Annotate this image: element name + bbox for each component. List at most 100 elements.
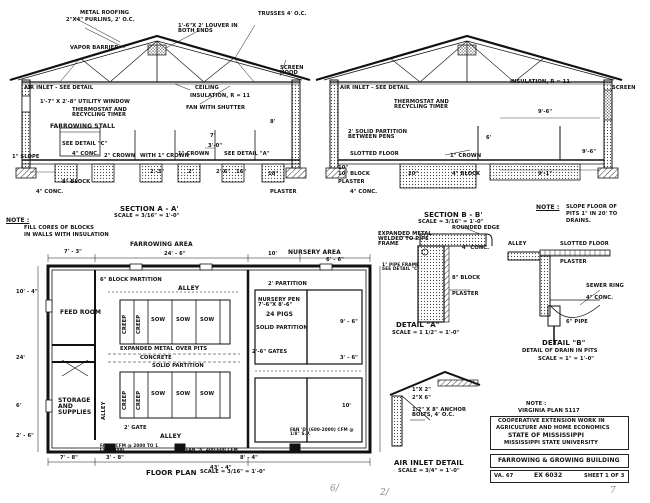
label-thermostat-bb: THERMOSTAT AND RECYCLING TIMER xyxy=(394,99,449,111)
section-aa-title: SECTION A - A' xyxy=(120,205,179,213)
label-expanded-metal: EXPANDED METAL OVER PITS xyxy=(120,346,208,352)
dim-10-a: 10' xyxy=(268,251,278,257)
air-inlet-detail-title: AIR INLET DETAIL xyxy=(394,459,464,467)
label-pipe-frame: 1" PIPE FRAME SEE DETAIL "C" xyxy=(382,263,420,273)
label-solid-partition-nursery: SOLID PARTITION xyxy=(256,325,308,331)
label-alley-bottom: ALLEY xyxy=(160,433,182,440)
detail-b-scale: SCALE = 1" = 1'-0" xyxy=(538,356,595,362)
title-block-sheet: SHEET 1 OF 3 xyxy=(584,473,625,479)
label-screen-bb: SCREEN xyxy=(612,85,636,91)
dim-10-4: 10' - 4" xyxy=(16,289,38,295)
detail-b-title: DETAIL "B" xyxy=(542,339,586,347)
title-block-ex: EX 6032 xyxy=(534,472,563,479)
label-sow-3: SOW xyxy=(200,317,215,323)
label-insulation-aa: INSULATION, R = 11 xyxy=(190,93,251,99)
dim-7-8: 7' - 8" xyxy=(60,455,78,461)
label-plaster-a: PLASTER xyxy=(452,291,479,297)
section-bb-scale: SCALE = 3/16" = 1'-0" xyxy=(418,219,484,225)
label-creep-4: CREEP xyxy=(136,390,142,410)
dim-9-6: 9' - 6" xyxy=(340,319,358,325)
label-dim-10-bb: 10" xyxy=(338,165,349,171)
dim-43-4: 43' - 4" xyxy=(210,465,232,471)
dim-3-8: 3' - 8" xyxy=(106,455,124,461)
label-conc-bottom-aa: 4" CONC. xyxy=(36,189,64,195)
label-creep-1: CREEP xyxy=(122,314,128,334)
label-alley-b: ALLEY xyxy=(508,241,527,247)
label-pipe-b: 6" PIPE xyxy=(566,319,588,325)
label-sow-1: SOW xyxy=(151,317,166,323)
label-dim-20: 20" xyxy=(408,171,419,177)
label-alley-top: ALLEY xyxy=(178,285,200,292)
label-conc-b: 4" CONC. xyxy=(586,295,614,301)
label-purlins: 2"X4" PURLINS, 2' O.C. xyxy=(66,17,135,23)
air-inlet-detail-scale: SCALE = 3/4" = 1'-0" xyxy=(398,468,460,474)
note-top-line1: FILL CORES OF BLOCKS xyxy=(24,225,94,231)
label-see-detail-c: SEE DETAIL "C" xyxy=(62,141,108,147)
label-ceiling: CEILING xyxy=(195,85,219,91)
label-sow-6: SOW xyxy=(200,391,215,397)
title-block-id-box xyxy=(490,470,629,483)
label-block-a: 8" BLOCK xyxy=(452,275,481,281)
label-conc-bb: 4" CONC. xyxy=(350,189,378,195)
title-block-org-box xyxy=(490,416,629,450)
label-conc-a: 4" CONC. xyxy=(462,245,490,251)
label-storage: STORAGE AND SUPPLIES xyxy=(58,397,92,416)
title-block-line1: COOPERATIVE EXTENSION WORK IN xyxy=(498,418,605,424)
label-farrowing-area: FARROWING AREA xyxy=(130,241,193,248)
label-plaster-aa: PLASTER xyxy=(270,189,297,195)
label-slope: 1" SLOPE xyxy=(12,154,40,160)
label-dim-2-3: 2'-3" xyxy=(150,169,165,175)
note-right-line2: PITS 1" IN 20' TO xyxy=(566,211,618,217)
label-nursery-partition: 2' PARTITION xyxy=(268,281,307,287)
label-slotted-floor-bb: SLOTTED FLOOR xyxy=(350,151,399,157)
title-block-line2: AGRICULTURE AND HOME ECONOMICS xyxy=(496,425,610,431)
label-dim-7: 7' xyxy=(210,133,216,139)
label-gates-26: 2'-6" GATES xyxy=(252,349,288,355)
detail-b-drawing xyxy=(507,249,611,345)
label-dim-2-6: 2'-6" xyxy=(216,169,231,175)
label-air-inlet-dim-1: 1"X 2" xyxy=(412,387,432,393)
label-feed-room: FEED ROOM xyxy=(60,309,102,316)
dim-8-4: 8' - 4" xyxy=(240,455,258,461)
label-gate-2: 2' GATE xyxy=(124,425,147,431)
dim-7-3: 7' - 3" xyxy=(64,249,82,255)
label-dim-16: 16" xyxy=(236,169,247,175)
label-creep-2: CREEP xyxy=(136,314,142,334)
label-dim-9-1-bb: 9'-1" xyxy=(538,171,553,177)
label-anchor-bolts: 1/2" X 8" ANCHOR BOLTS, 4' O.C. xyxy=(412,407,467,419)
title-block-note: NOTE : xyxy=(526,401,547,407)
label-conc-aa: 4" CONC. xyxy=(72,151,100,157)
handwritten-mark-2: 2/ xyxy=(380,488,389,498)
label-fan-shutter: FAN WITH SHUTTER xyxy=(186,105,246,111)
section-bb-drawing xyxy=(315,34,623,189)
label-insulation-bb: INSULATION, R = 11 xyxy=(510,79,571,85)
label-block-4: 4" BLOCK xyxy=(452,171,481,177)
label-dim-8: 8' xyxy=(270,119,276,125)
label-slotted-floor-b: SLOTTED FLOOR xyxy=(560,241,609,247)
note-top-line2: IN WALLS WITH INSULATION xyxy=(24,232,109,238)
label-plaster-b: PLASTER xyxy=(560,259,587,265)
label-crown-bb: 1" CROWN xyxy=(450,153,482,159)
label-24-pigs: 24 PIGS xyxy=(266,311,294,318)
dim-24: 24' xyxy=(16,355,26,361)
label-utility-window: 1'-7" X 2'-8" UTILITY WINDOW xyxy=(40,99,130,105)
dim-2-6: 2' - 6" xyxy=(16,433,34,439)
handwritten-mark-3: 7 xyxy=(610,486,616,496)
label-creep-3: CREEP xyxy=(122,390,128,410)
air-inlet-detail-drawing xyxy=(389,370,481,447)
dim-6-a: 6' xyxy=(16,403,22,409)
label-crown-1-aa: 1" CROWN xyxy=(178,151,210,157)
label-farrowing-stall: FARROWING STALL xyxy=(50,123,116,130)
label-dim-9-6b-bb: 9'-6" xyxy=(582,149,597,155)
label-dim-18: 18" xyxy=(268,171,279,177)
dim-6-6: 6' - 6" xyxy=(326,257,344,263)
floor-plan-scale: SCALE = 3/16" = 1'-0" xyxy=(200,469,266,475)
detail-a-title: DETAIL "A" xyxy=(396,321,440,329)
label-air-inlet-aa: AIR INLET - SEE DETAIL xyxy=(24,85,94,91)
label-nursery-pen: NURSERY PEN 7'-6"X 8'-6" xyxy=(258,297,300,309)
label-dim-2: 2' xyxy=(188,169,194,175)
label-trusses: TRUSSES 4' O.C. xyxy=(258,11,307,17)
dim-3-6: 3' - 6" xyxy=(340,355,358,361)
label-fan-2: FAN "a" 400-600 CFM xyxy=(186,447,238,452)
